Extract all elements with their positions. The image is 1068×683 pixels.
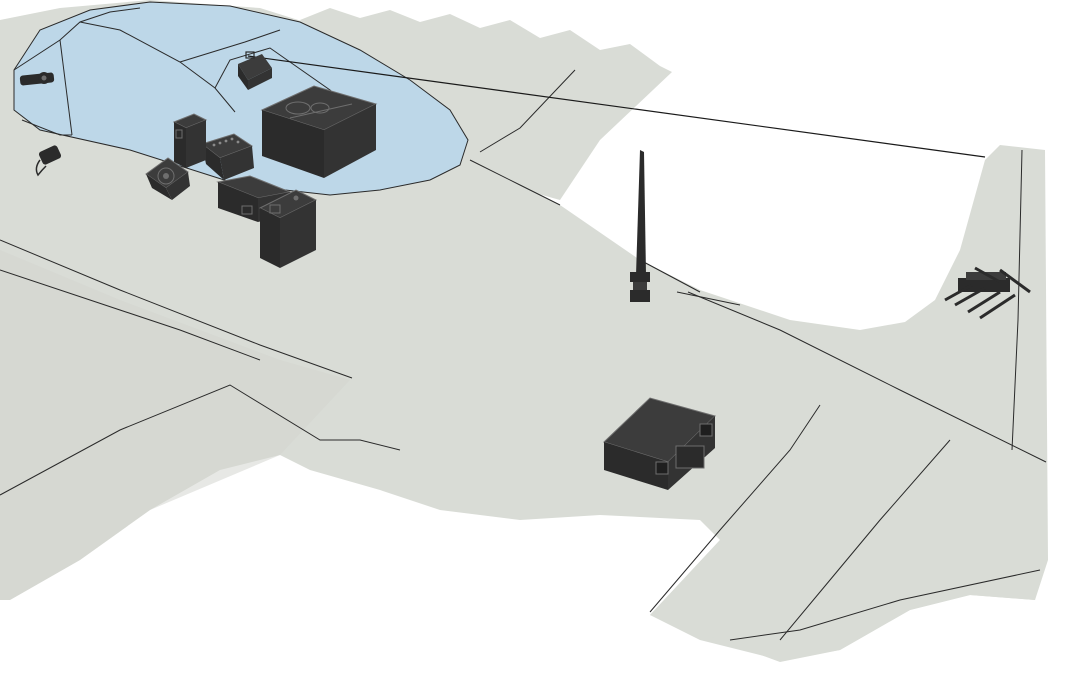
canopy-camera <box>19 72 55 86</box>
near-wing-shade <box>0 250 350 600</box>
long-wire-antenna <box>247 55 986 158</box>
speaker-unit <box>145 157 190 200</box>
connector-block <box>200 133 254 180</box>
cabin-sensor <box>35 145 62 177</box>
blade-antenna <box>630 150 650 302</box>
glareshield-unit <box>238 51 272 90</box>
panel-lines <box>0 69 1047 641</box>
horizontal-stabilizer <box>650 405 1046 662</box>
far-wing <box>300 8 672 200</box>
large-avionics-box <box>260 85 378 178</box>
tail-light-assembly <box>944 266 1031 320</box>
tall-module <box>172 113 208 168</box>
battery-box <box>258 189 318 268</box>
fuselage-box <box>603 397 716 490</box>
